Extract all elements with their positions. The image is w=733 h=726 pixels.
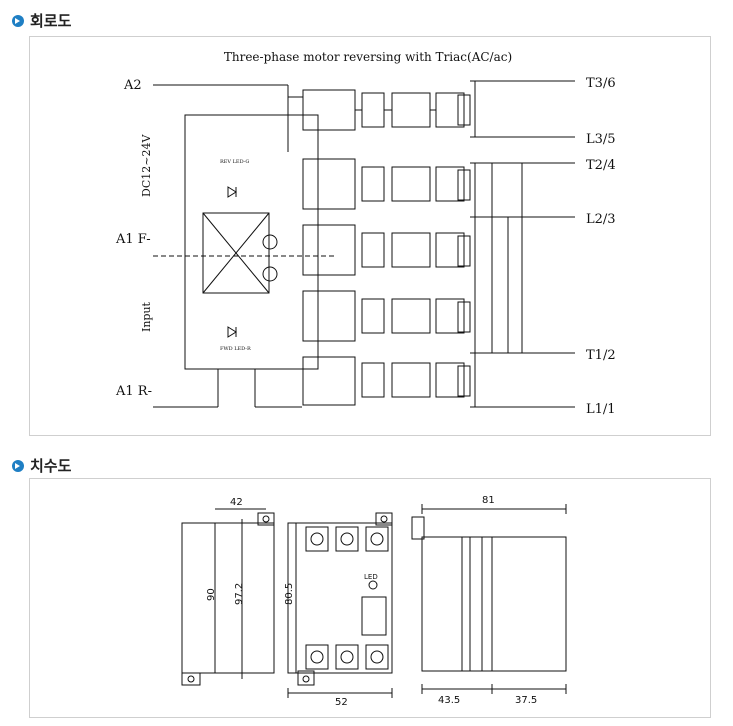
dimension-section-header: 치수도 (12, 455, 71, 476)
dim-depth-b: 37.5 (515, 695, 537, 706)
circuit-section-title: 회로도 (30, 12, 72, 30)
side-view-body (181, 522, 275, 674)
rev-led-label: REV LED-G (220, 159, 249, 165)
circuit-diagram: Three-phase motor reversing with Triac(A… (115, 50, 616, 417)
terminal-t3-6: T3/6 (586, 76, 616, 91)
terminal-a1r: A1 R- (115, 384, 152, 399)
dimension-drawing-panel: 42 90 97.2 80.5 52 LED 81 43.5 37.5 (29, 478, 711, 718)
dim-side-height: 97.2 (234, 583, 245, 605)
opto-symbol-bottom (262, 266, 278, 282)
dim-depth-total: 81 (482, 495, 495, 506)
dimension-section-title: 치수도 (30, 457, 72, 475)
circuit-title: Three-phase motor reversing with Triac(A… (224, 50, 512, 64)
terminal-t1-2: T1/2 (586, 348, 616, 363)
opto-symbol-top (262, 234, 278, 250)
fwd-led-label: FWD LED-R (220, 346, 251, 352)
dim-side-width: 42 (230, 497, 243, 508)
terminal-t2-4: T2/4 (586, 158, 616, 173)
terminal-l3-5: L3/5 (586, 132, 616, 147)
dim-front-width: 52 (335, 697, 348, 708)
rev-led-icon (227, 186, 237, 198)
terminal-a2: A2 (123, 78, 142, 93)
channel-row-1 (287, 89, 471, 152)
dimension-drawing: 42 90 97.2 80.5 52 LED 81 43.5 37.5 (181, 495, 567, 708)
dim-front-height: 80.5 (284, 583, 295, 605)
fwd-led-icon (227, 326, 237, 338)
channel-row-5 (302, 356, 471, 406)
dim-depth-a: 43.5 (438, 695, 460, 706)
supply-label: DC12~24V (140, 134, 153, 197)
terminal-l2-3: L2/3 (586, 212, 616, 227)
input-module-box (184, 114, 319, 370)
circuit-section-header: 회로도 (12, 10, 71, 31)
arrow-bullet-icon (12, 459, 24, 472)
channel-blocks (287, 80, 575, 408)
channel-row-3 (302, 224, 471, 276)
input-label: Input (140, 301, 153, 332)
front-view-body (287, 522, 393, 674)
led-label: LED (364, 573, 378, 581)
dim-side-inner-height: 90 (206, 588, 217, 601)
led-indicator-icon (368, 580, 378, 590)
input-bridge-box (202, 212, 270, 294)
channel-row-2 (302, 158, 471, 210)
terminal-l1-1: L1/1 (586, 402, 616, 417)
depth-view-body (421, 536, 567, 672)
terminal-a1f: A1 F- (115, 232, 151, 247)
circuit-diagram-panel: Three-phase motor reversing with Triac(A… (29, 36, 711, 436)
arrow-bullet-icon (12, 14, 24, 27)
channel-row-4 (302, 290, 471, 342)
